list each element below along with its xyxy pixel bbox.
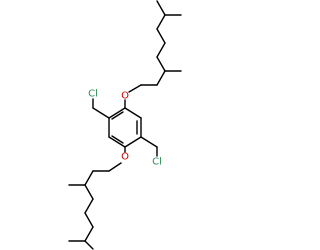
isopropyl-methyl-bond: [84, 240, 94, 250]
atom-label-chlorine-left: Cl: [88, 89, 98, 100]
oxygen-carbon-bond: [128, 84, 142, 93]
ring-bond: [124, 107, 142, 119]
ring-double-bond: [111, 111, 124, 120]
oxygen-symbol: O: [121, 152, 129, 163]
ring-methylene-bond: [92, 107, 110, 119]
bottom-alkoxy-chain: [68, 146, 126, 250]
ring-bond: [108, 136, 126, 148]
chain-bond: [84, 198, 94, 214]
atom-label-oxygen-bottom: O: [121, 152, 129, 163]
ring-bond: [108, 107, 126, 119]
atom-label-chlorine-right: Cl: [152, 157, 162, 168]
chain-bond: [84, 212, 94, 228]
chain-bond: [84, 226, 94, 242]
chloromethyl-left: [92, 98, 110, 119]
oxygen-carbon-bond: [108, 162, 122, 172]
chain-bond: [84, 184, 94, 200]
chain-bond: [84, 170, 94, 186]
chloromethyl-right: [140, 136, 158, 157]
benzene-ring: [108, 107, 142, 148]
chain-bond: [156, 14, 166, 30]
oxygen-symbol: O: [121, 91, 129, 102]
chain-bond: [156, 42, 166, 58]
ring-methylene-bond: [140, 136, 158, 148]
ring-bond: [124, 136, 142, 148]
chain-bond: [156, 56, 166, 72]
top-alkoxy-chain: [124, 0, 182, 109]
isopropyl-methyl-bond: [156, 0, 166, 16]
chlorine-symbol: Cl: [152, 157, 162, 168]
structure-diagram: O O Cl Cl: [68, 0, 182, 250]
chain-bond: [156, 28, 166, 44]
chain-bond: [156, 70, 166, 86]
chlorine-symbol: Cl: [88, 89, 98, 100]
ring-double-bond: [111, 135, 124, 144]
atom-label-oxygen-top: O: [121, 91, 129, 102]
